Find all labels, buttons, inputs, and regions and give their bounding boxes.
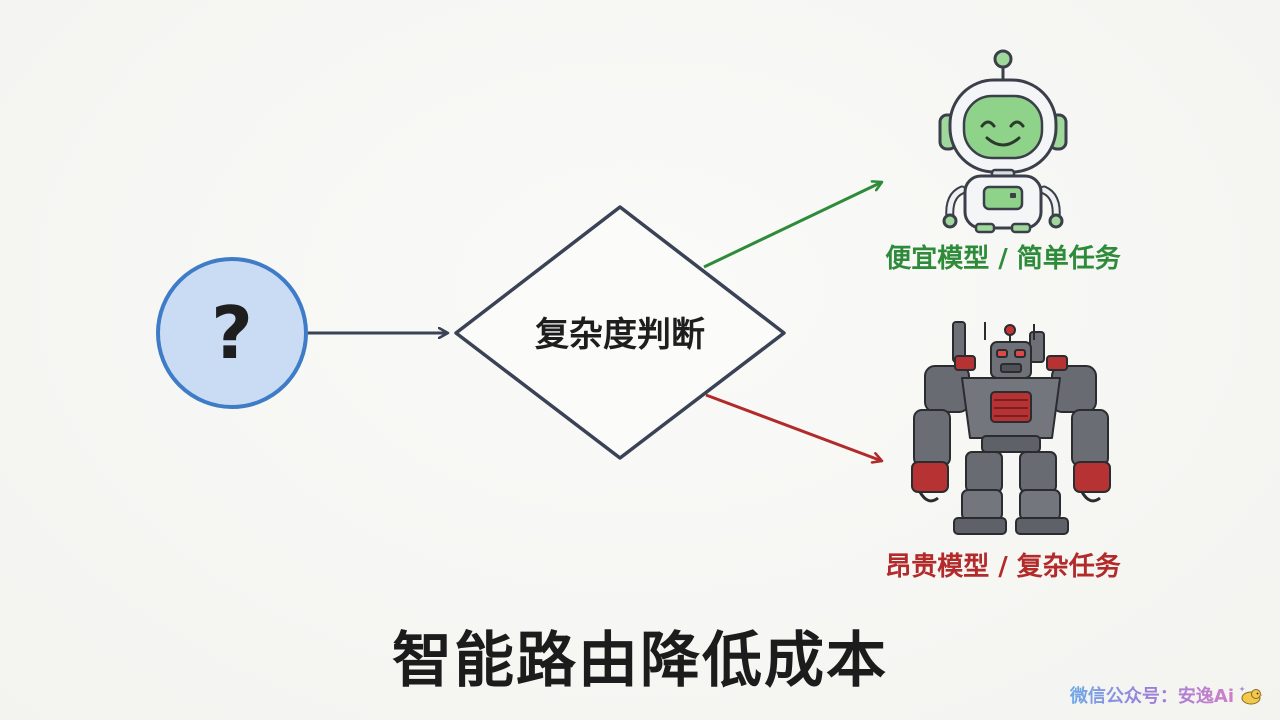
small-friendly-robot-icon: [938, 49, 1068, 234]
question-node: ?: [156, 257, 308, 409]
cheap-model-label: 便宜模型 / 简单任务: [885, 243, 1121, 274]
page-title: 智能路由降低成本: [392, 626, 888, 696]
watermark-text: 微信公众号：安逸Ai: [1070, 682, 1234, 708]
expensive-model-label: 昂贵模型 / 复杂任务: [885, 552, 1121, 582]
decision-label: 复杂度判断: [535, 315, 705, 355]
question-mark: ?: [211, 291, 253, 375]
question-circle: [156, 257, 308, 409]
arrow-to-cheap-model: [703, 182, 882, 269]
arrow-to-expensive-model: [705, 393, 882, 461]
decision-diamond: [454, 205, 786, 460]
watermark: 微信公众号：安逸Ai: [1070, 682, 1264, 708]
sparkle-bird-icon: [1238, 684, 1264, 706]
large-mech-robot-icon: [911, 321, 1111, 535]
decision-node: 复杂度判断: [454, 205, 786, 460]
